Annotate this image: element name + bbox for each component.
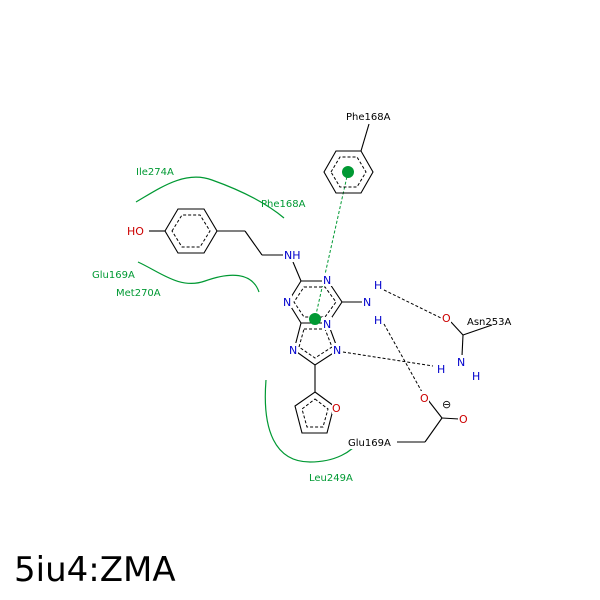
nh-to-c-bond <box>292 261 302 282</box>
pi-stacking-line <box>314 171 349 320</box>
phenol-aromatic-circle <box>171 214 211 248</box>
hbond-nh2-to-glu-o <box>383 323 423 393</box>
furan-fragment <box>294 391 335 434</box>
phe168-ring-centroid <box>342 166 354 178</box>
triazine-n1-label: N <box>323 274 331 287</box>
phenol-fragment <box>149 208 283 256</box>
glu-o1-bond <box>427 399 443 419</box>
amine-h1-label: H <box>374 279 382 292</box>
glu-o2-bond <box>441 417 460 420</box>
phenol-ring-bonds <box>164 208 218 254</box>
phe168-stem-bond <box>360 123 370 152</box>
hydrophobic-arcs <box>135 176 361 463</box>
phe168-ring-bonds <box>323 150 374 194</box>
triazole-n5-label: N <box>333 344 341 357</box>
phe168-arc-residue-label: Phe168A <box>261 199 306 210</box>
furan-aromatic-circle <box>301 398 329 428</box>
asn253-residue-label: Asn253A <box>467 317 511 328</box>
glu-o1-label: O <box>420 392 429 405</box>
hydroxyl-label: HO <box>127 225 144 238</box>
amine-h2-label: H <box>374 314 382 327</box>
asn-n-label: N <box>457 356 465 369</box>
hydrogen-bonds <box>342 289 442 393</box>
triazine-ring-centroid <box>309 313 321 325</box>
furan-o-label: O <box>332 402 341 415</box>
atom-labels: HO NH N N N N N N H H O O N H H O <box>127 224 480 426</box>
triazine-n2-label: N <box>283 296 291 309</box>
leu249-hydrophobic-arc <box>264 379 361 463</box>
glu169-arc-residue-label: Glu169A <box>92 270 135 281</box>
hbond-ring-n-to-asn-h <box>342 351 434 367</box>
amine-n-label: N <box>363 296 371 309</box>
ile274-residue-label: Ile274A <box>136 167 174 178</box>
glu-chain-bond-1 <box>424 417 443 443</box>
asn-h1-label: H <box>437 363 445 376</box>
ile274-hydrophobic-arc <box>135 176 285 219</box>
phe168-ring-residue-label: Phe168A <box>346 112 391 123</box>
asn-c-to-n-bond <box>461 334 464 357</box>
asn-c-to-backbone-bond <box>462 324 493 336</box>
met270-residue-label: Met270A <box>116 288 161 299</box>
phe168-aromatic-circle <box>330 156 367 188</box>
page-title: 5iu4:ZMA <box>14 550 176 590</box>
ethyl-bond-2 <box>244 230 263 256</box>
triazole-n4-label: N <box>289 344 297 357</box>
leu249-residue-label: Leu249A <box>309 473 353 484</box>
glu169-chain-residue-label: Glu169A <box>348 438 391 449</box>
glu169-sidechain <box>397 399 460 443</box>
furan-ring-bonds <box>294 391 335 434</box>
phe168-ring <box>323 123 374 194</box>
triazine-aromatic-circle <box>293 286 337 318</box>
triazole-aromatic-circle <box>298 328 333 359</box>
triazine-n3-label: N <box>323 318 331 331</box>
residue-labels: Phe168A Ile274A Phe168A Glu169A Met270A … <box>92 112 511 484</box>
asn-h2-label: H <box>472 370 480 383</box>
glu-o2-label: O <box>459 413 468 426</box>
hbond-nh2-to-asn-o <box>383 289 442 319</box>
asn-o-label: O <box>442 312 451 325</box>
nh-linker-label: NH <box>284 249 301 262</box>
carboxylate-charge-label: ⊖ <box>442 398 451 411</box>
asn253-sidechain <box>450 321 493 357</box>
asn-co-bond <box>450 321 464 336</box>
glu169-met270-hydrophobic-arc <box>137 261 260 293</box>
pi-stacking-interaction <box>314 171 349 320</box>
